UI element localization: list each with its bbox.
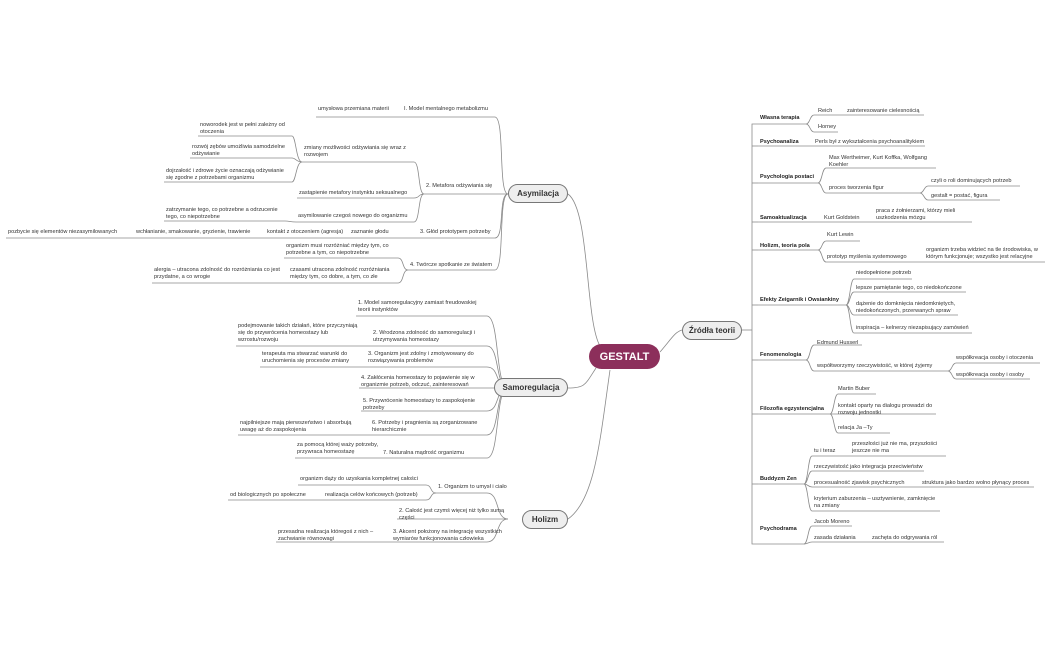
asym-node-2c[interactable]: asymilowanie czegoś nowego do organizmu [298, 213, 408, 219]
asym-node-4[interactable]: 4. Twórcze spotkanie ze światem [410, 262, 492, 268]
src-reich-a[interactable]: zainteresowanie cielesnością [847, 108, 920, 114]
src-sa-a[interactable]: Kurt Goldstein [824, 215, 860, 221]
asym-node-3a[interactable]: zaznanie głodu [351, 229, 389, 235]
asym-node-2a[interactable]: zmiany możliwości odżywiania się wraz z … [304, 145, 406, 158]
asym-node-1[interactable]: I. Model mentalnego metabolizmu [404, 106, 488, 112]
src-holizm[interactable]: Holizm, teoria pola [760, 243, 810, 249]
src-reich[interactable]: Reich [818, 108, 833, 114]
src-fenomenologia[interactable]: Fenomenologia [760, 352, 802, 358]
src-bz-b[interactable]: rzeczywistość jako integracja przeciwień… [814, 464, 923, 470]
src-bz-c[interactable]: procesualność zjawisk psychicznych [814, 480, 905, 486]
branch-samoregulacja[interactable]: Samoregulacja [494, 378, 568, 397]
samo-node-3[interactable]: 3. Organizm jest zdolny i zmotywowany do… [368, 351, 474, 364]
hol-node-2[interactable]: 2. Całość jest czymś więcej niż tylko su… [399, 508, 505, 521]
src-pp-a[interactable]: Max Wertheimer, Kurt Koffka, Wolfgang Ko… [829, 155, 927, 168]
src-fe-b[interactable]: kontakt oparty na dialogu prowadzi do ro… [838, 403, 933, 416]
samo-node-1[interactable]: 1. Model samoregulacyjny zamiast freudow… [358, 300, 477, 313]
src-ez-a[interactable]: niedopełnione potrzeb [856, 270, 912, 276]
src-ez-d[interactable]: inspiracja – kelnerzy niezapisujący zamó… [856, 325, 969, 331]
src-bz-a1[interactable]: przeszłości już nie ma, przyszłości jesz… [852, 441, 938, 454]
asym-node-2a3[interactable]: dojrzałość i zdrowe życie oznaczają odży… [166, 168, 284, 181]
src-fen-b2[interactable]: współkreacja osoby i osoby [956, 372, 1025, 378]
src-hol-a[interactable]: Kurt Lewin [827, 232, 854, 238]
samo-node-4[interactable]: 4. Zakłócenia homeostazy to pojawienie s… [361, 375, 475, 388]
src-fe-c[interactable]: relacja Ja –Ty [838, 425, 873, 431]
src-ez-c[interactable]: dążenie do domknięcia niedomkniętych, ni… [856, 301, 956, 314]
src-pp-b1[interactable]: czyli o roli dominujących potrzeb [931, 178, 1012, 184]
hol-node-1[interactable]: 1. Organizm to umysł i ciało [438, 484, 507, 490]
hol-node-1b[interactable]: realizacja celów końcowych (potrzeb) [325, 492, 418, 498]
asym-node-2c1[interactable]: zatrzymanie tego, co potrzebne a odrzuce… [166, 207, 278, 220]
src-fen-b1[interactable]: współkreacja osoby i otoczenia [956, 355, 1034, 361]
src-bz-d[interactable]: kryterium zaburzenia – usztywnienie, zam… [814, 496, 936, 509]
samo-node-6a[interactable]: najpilniejsze mają pierwszeństwo i absor… [240, 420, 352, 433]
src-horney[interactable]: Horney [818, 124, 837, 130]
src-psychoanaliza-a[interactable]: Perls był z wykształcenia psychoanalityk… [815, 139, 925, 145]
src-hol-b[interactable]: prototyp myślenia systemowego [827, 254, 907, 260]
samo-node-7a[interactable]: za pomocą której waży potrzeby, przywrac… [297, 442, 379, 455]
asym-node-4a[interactable]: organizm musi rozróżniać między tym, co … [286, 243, 389, 256]
src-bz-a[interactable]: tu i teraz [814, 448, 836, 454]
branch-zrodla-teorii[interactable]: Źródła teorii [682, 321, 742, 340]
asym-node-2a2[interactable]: rozwój zębów umożliwia samodzielne odżyw… [192, 144, 285, 157]
src-ez-b[interactable]: lepsze pamiętanie tego, co niedokończone [856, 285, 962, 291]
hol-node-1a[interactable]: organizm dąży do uzyskania kompletnej ca… [300, 476, 418, 482]
src-filozofia-egzystencjalna[interactable]: Filozofia egzystencjalna [760, 406, 825, 412]
samo-node-2a[interactable]: podejmowanie takich działań, które przyc… [238, 323, 358, 343]
src-buddyzm-zen[interactable]: Buddyzm Zen [760, 476, 797, 482]
src-samoaktualizacja[interactable]: Samoaktualizacja [760, 215, 807, 221]
samo-node-7[interactable]: 7. Naturalna mądrość organizmu [383, 450, 465, 456]
samo-node-6[interactable]: 6. Potrzeby i pragnienia są zorganizowan… [372, 420, 478, 433]
src-wlasna-terapia[interactable]: Własna terapia [760, 115, 800, 121]
hol-node-3a[interactable]: przesadna realizacja któregoś z nich – z… [278, 529, 374, 542]
src-fen-b[interactable]: współtworzymy rzeczywistość, w której ży… [817, 363, 933, 369]
src-psychodrama[interactable]: Psychodrama [760, 526, 797, 532]
hol-node-1b1[interactable]: od biologicznych po społeczne [230, 492, 306, 498]
src-pp-b[interactable]: proces tworzenia figur [829, 185, 884, 191]
root-node[interactable]: GESTALT [589, 344, 660, 369]
asym-node-2a1[interactable]: noworodek jest w pełni zależny od otocze… [200, 122, 285, 135]
src-fe-a[interactable]: Martin Buber [838, 386, 871, 392]
src-bz-c1[interactable]: struktura jako bardzo wolno płynący proc… [922, 480, 1030, 486]
src-hol-b1[interactable]: organizm trzeba widzieć na tle środowisk… [926, 247, 1038, 260]
src-psychologia-postaci[interactable]: Psychologia postaci [760, 174, 815, 180]
src-pp-b2[interactable]: gestalt = postać, figura [931, 193, 988, 199]
src-fen-a[interactable]: Edmund Husserl [817, 340, 859, 346]
asym-node-3b[interactable]: kontakt z otoczeniem (agresja) [267, 229, 344, 235]
asym-node-1a[interactable]: umysłowa przemiana materii [318, 106, 389, 112]
asym-node-3d[interactable]: pozbycie się elementów niezasymilowanych [8, 229, 118, 235]
samo-node-5[interactable]: 5. Przywrócenie homeostazy to zaspokojen… [363, 398, 475, 411]
src-sa-b[interactable]: praca z żołnierzami, którzy mieli uszkod… [876, 208, 956, 221]
asym-node-2b[interactable]: zastąpienie metafory instynktu seksualne… [299, 190, 408, 196]
asym-node-3[interactable]: 3. Głód prototypem potrzeby [420, 229, 491, 235]
samo-node-3a[interactable]: terapeuta ma stwarzać warunki do uruchom… [262, 351, 350, 364]
asym-node-4b[interactable]: czasami utracona zdolność rozróżniania m… [290, 267, 390, 280]
branch-holizm[interactable]: Holizm [522, 510, 568, 529]
src-pd-a[interactable]: Jacob Moreno [814, 519, 850, 525]
asym-node-4b1[interactable]: alergia – utracona zdolność do rozróżnia… [154, 267, 280, 280]
src-pd-b[interactable]: zasada działania [814, 535, 856, 541]
branch-asymilacja[interactable]: Asymilacja [508, 184, 568, 203]
hol-node-3[interactable]: 3. Akcent położony na integrację wszystk… [393, 529, 502, 542]
asym-node-2[interactable]: 2. Metafora odżywiania się [426, 183, 493, 189]
asym-node-3c[interactable]: wchłanianie, smakowanie, gryzienie, traw… [136, 229, 251, 235]
src-pd-b1[interactable]: zachęta do odgrywania ról [872, 535, 938, 541]
samo-node-2[interactable]: 2. Wrodzona zdolność do samoregulacji i … [373, 330, 475, 343]
src-psychoanaliza[interactable]: Psychoanaliza [760, 139, 799, 145]
src-efekty-zeigarnik[interactable]: Efekty Zeigarnik i Owsiankiny [760, 297, 839, 303]
